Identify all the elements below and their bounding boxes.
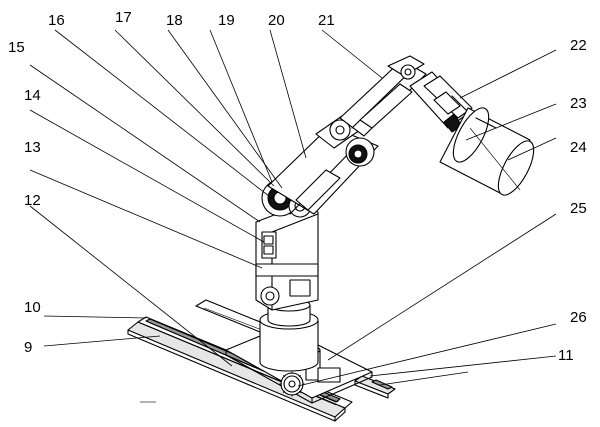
base-cylinder xyxy=(260,299,318,371)
side-rail xyxy=(355,376,395,398)
callout-20: 20 xyxy=(268,12,285,29)
lower-link xyxy=(256,205,318,310)
callout-9: 9 xyxy=(24,339,32,356)
callout-25: 25 xyxy=(570,200,587,217)
callout-22: 22 xyxy=(570,37,587,54)
callout-10: 10 xyxy=(24,299,41,316)
callout-26: 26 xyxy=(570,309,587,326)
callout-23: 23 xyxy=(570,95,587,112)
callout-21: 21 xyxy=(318,12,335,29)
callout-11: 11 xyxy=(558,347,574,364)
callout-14: 14 xyxy=(24,87,41,104)
forearm xyxy=(340,56,426,136)
callout-19: 19 xyxy=(218,12,235,29)
callout-15: 15 xyxy=(8,39,25,56)
callout-16: 16 xyxy=(48,12,65,29)
elbow-joint xyxy=(346,138,374,166)
callout-13: 13 xyxy=(24,139,41,156)
callout-17: 17 xyxy=(115,9,132,26)
callout-12: 12 xyxy=(24,192,41,209)
callout-18: 18 xyxy=(166,12,183,29)
callout-24: 24 xyxy=(570,139,587,156)
